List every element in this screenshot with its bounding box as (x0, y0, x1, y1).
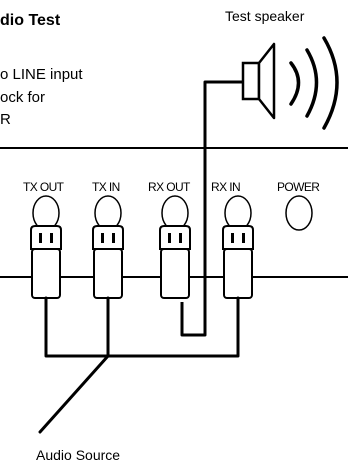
jack-rx-out (161, 195, 189, 231)
description-line-1: o LINE input (0, 66, 83, 83)
jack-tx-in (94, 195, 122, 231)
speaker-label: Test speaker (225, 8, 305, 24)
jack-tx-out (32, 195, 60, 231)
audio-source-label: Audio Source (36, 447, 120, 463)
speaker-icon (241, 42, 276, 120)
plug-rx-out (159, 225, 191, 299)
jack-rx-in (224, 195, 252, 231)
plug-tx-in (92, 225, 124, 299)
diagram-title: dio Test (0, 12, 61, 29)
port-label-rx-out: RX OUT (148, 180, 191, 194)
port-label-tx-out: TX OUT (23, 180, 65, 194)
plug-rx-in (222, 225, 254, 299)
plug-tx-out (30, 225, 62, 299)
audio-cable (38, 296, 240, 434)
port-label-tx-in: TX IN (92, 180, 120, 194)
sound-waves-icon (289, 36, 339, 130)
speaker-wire (180, 80, 243, 337)
port-label-rx-in: RX IN (211, 180, 240, 194)
port-label-power: POWER (277, 180, 320, 194)
description-line-2: ock for (0, 89, 45, 106)
description-line-3: R (0, 111, 11, 128)
power-jack (285, 195, 313, 231)
